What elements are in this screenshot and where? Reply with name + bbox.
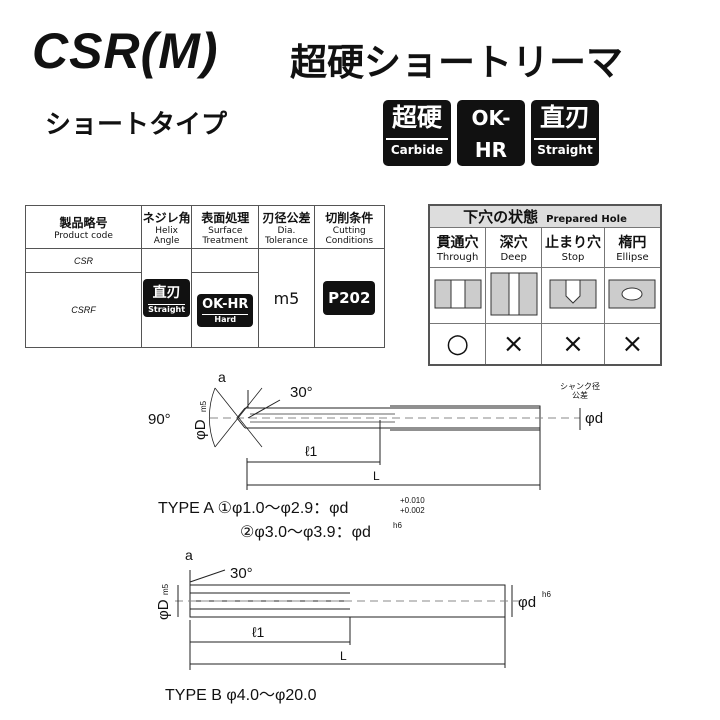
h6-label: h6 [542,590,551,599]
dim-30: 30° [230,565,253,582]
badge-sublabel: Hard [460,170,522,189]
badge-label: OK-HR [471,106,511,162]
ellipse-mark: × [603,323,662,366]
ellipse-hole-icon [603,267,662,324]
tol-lower: +0.002 [400,506,425,515]
dim-90: 90° [148,411,171,428]
dim-phid: φd [585,410,603,427]
dim-a: a [185,547,193,563]
badge-sublabel: Carbide [386,138,448,157]
product-subtitle: ショートタイプ [45,110,228,140]
dim-L: L [340,649,347,663]
dim-m5: m5 [161,583,170,595]
straight-badge: 直刃 Straight [531,100,599,166]
deep-mark: × [485,323,543,366]
dim-m5: m5 [199,400,208,412]
surface-empty [191,247,260,274]
tol-upper: +0.010 [400,496,425,505]
type-b-drawing: a 30° φD m5 ℓ1 L φd h6 TYPE B φ4.0〜φ20.0 [155,547,551,704]
through-hole-icon [428,267,487,324]
product-jp-title: 超硬ショートリーマ [290,41,623,84]
dim-phid: φd [518,594,536,611]
shank-note-2: 公差 [572,390,588,400]
through-mark: ○ [428,323,487,366]
carbide-badge: 超硬 Carbide [383,100,451,166]
tolerance-value: m5 [258,248,315,348]
cutting-cell: P202 [313,248,386,348]
code-csr: CSR [25,247,142,274]
type-a-line1: TYPE A ①φ1.0〜φ2.9：φd [158,500,348,517]
stop-hole-icon [541,267,605,324]
hard-coating-badge: OK-HR Hard [457,100,525,189]
type-a-line2: ②φ3.0〜φ3.9：φd [240,524,371,541]
shank-note: シャンク径 [560,381,600,391]
badge-sublabel: Straight [534,138,596,157]
badge-label: 超硬 [391,103,442,132]
book-icon[interactable]: P202 [323,281,376,315]
dim-phiD: φD [155,599,172,620]
dim-l1: ℓ1 [252,624,265,640]
dim-a: a [218,369,226,385]
stop-mark: × [541,323,605,366]
type-b-label: TYPE B φ4.0〜φ20.0 [165,687,317,704]
type-a-drawing: a 30° 90° φD m5 ℓ1 L φd シャンク径 公差 TYPE A … [148,369,603,541]
badge-label: 直刃 [539,103,590,132]
dim-l1: ℓ1 [305,443,318,459]
dim-L: L [373,469,380,483]
dim-phiD: φD [192,419,209,440]
code-csrf: CSRF [25,272,142,348]
deep-hole-icon [485,267,543,324]
dim-30: 30° [290,384,313,401]
h6-label: h6 [393,521,402,530]
product-title: CSR(M) [32,23,219,79]
